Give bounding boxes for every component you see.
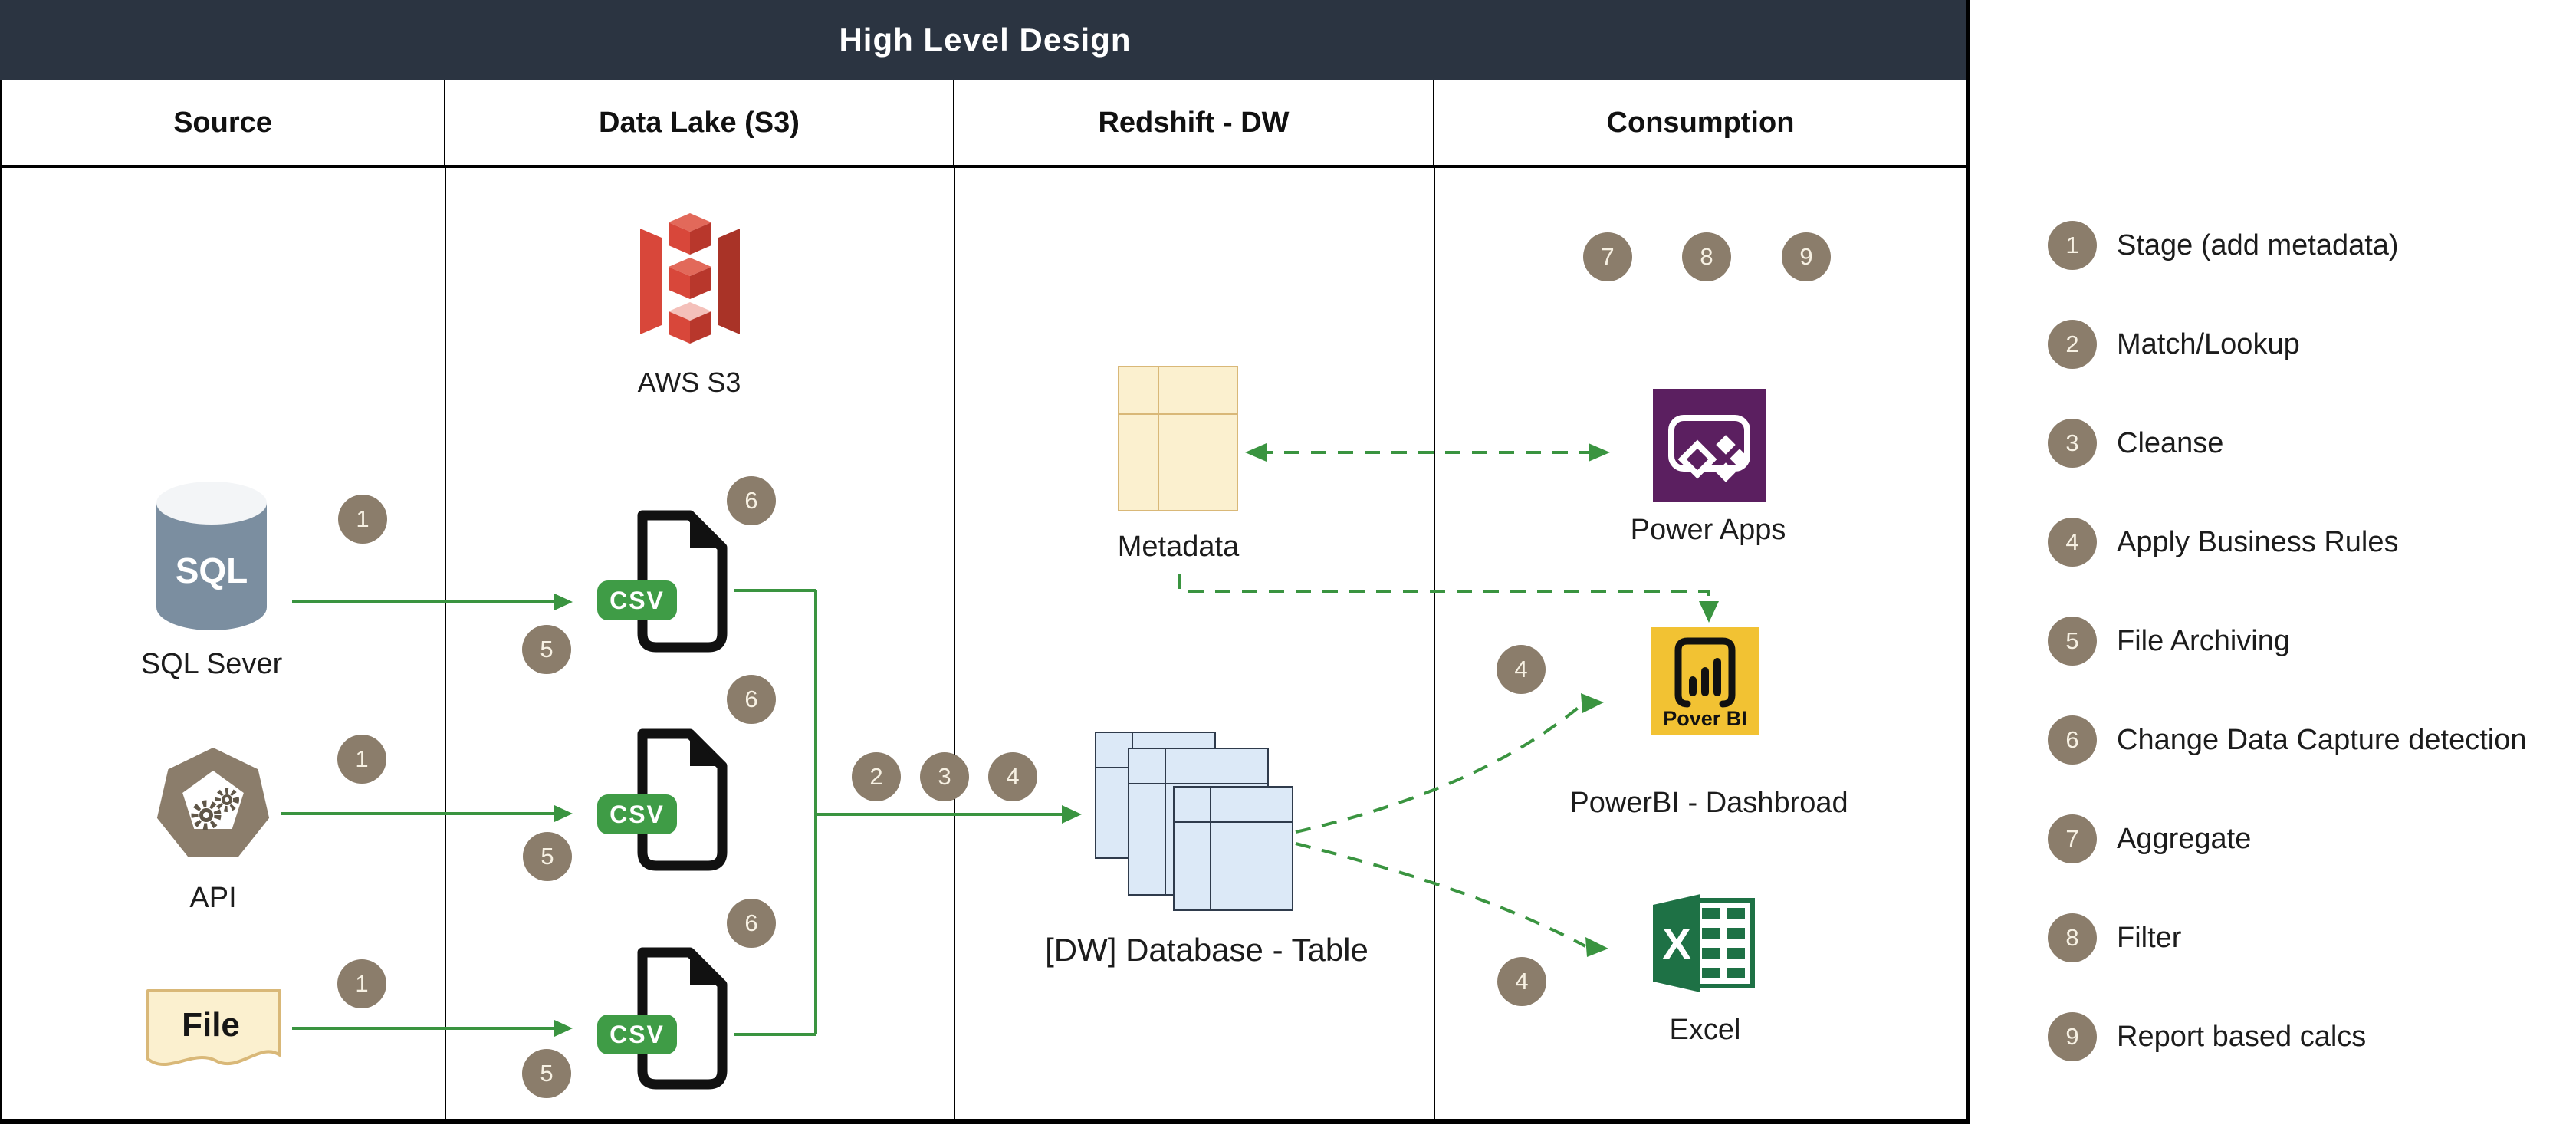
marker-csv3-cdc: 6 xyxy=(727,899,776,948)
marker-csv1-cdc: 6 xyxy=(727,476,776,525)
legend-item-stage: 1 Stage (add metadata) xyxy=(2048,221,2399,270)
legend-item-filter: 8 Filter xyxy=(2048,913,2181,962)
marker-file-archive: 5 xyxy=(522,1049,571,1098)
marker-excel-rules: 4 xyxy=(1497,957,1546,1006)
marker-rules: 4 xyxy=(988,752,1037,801)
excel-grid-cells xyxy=(1702,908,1745,978)
marker-aggregate: 7 xyxy=(1583,232,1632,281)
csv-file-icon-1 xyxy=(637,510,728,653)
legend-num-2: 2 xyxy=(2048,320,2097,369)
column-header-redshift: Redshift - DW xyxy=(955,80,1434,166)
header-divider xyxy=(0,165,1970,168)
sql-server-icon: SQL xyxy=(156,482,267,630)
csv-badge-3: CSV xyxy=(597,1015,677,1054)
column-header-data-lake: Data Lake (S3) xyxy=(445,80,955,166)
legend-num-4: 4 xyxy=(2048,518,2097,567)
api-icon xyxy=(156,748,270,857)
aws-s3-icon xyxy=(640,213,740,344)
api-label: API xyxy=(189,882,237,914)
power-apps-icon xyxy=(1653,389,1766,502)
excel-icon-letter: X xyxy=(1662,919,1691,968)
legend-num-3: 3 xyxy=(2048,419,2097,468)
diagram-bottom-border xyxy=(0,1119,1970,1124)
marker-api-archive: 5 xyxy=(523,832,572,881)
legend-num-5: 5 xyxy=(2048,617,2097,666)
connector-lines xyxy=(281,443,1719,1037)
power-apps-label: Power Apps xyxy=(1630,514,1786,546)
legend-label-7: Aggregate xyxy=(2117,822,2252,855)
legend-label-2: Match/Lookup xyxy=(2117,327,2300,360)
legend-label-4: Apply Business Rules xyxy=(2117,525,2399,558)
diagram-right-border xyxy=(1967,0,1970,1123)
s3-cube-bottom xyxy=(669,302,711,344)
legend-num-7: 7 xyxy=(2048,814,2097,863)
file-icon-text: File xyxy=(182,1006,240,1044)
excel-label: Excel xyxy=(1669,1014,1741,1046)
legend-item-cdc: 6 Change Data Capture detection xyxy=(2048,715,2526,765)
legend-label-3: Cleanse xyxy=(2117,426,2224,459)
dw-database-table-label: [DW] Database - Table xyxy=(1045,932,1368,968)
legend-item-report-calcs: 9 Report based calcs xyxy=(2048,1012,2366,1061)
legend-item-match: 2 Match/Lookup xyxy=(2048,320,2300,369)
s3-cube-middle xyxy=(669,258,711,299)
marker-match: 2 xyxy=(852,752,901,801)
legend-num-6: 6 xyxy=(2048,715,2097,765)
legend-item-cleanse: 3 Cleanse xyxy=(2048,419,2223,468)
lane-divider-2 xyxy=(954,168,955,1123)
column-header-source-label: Source xyxy=(173,106,272,139)
marker-api-stage: 1 xyxy=(337,735,386,784)
column-header-consumption-label: Consumption xyxy=(1606,106,1795,139)
csv-file-icon-2 xyxy=(637,728,728,871)
marker-cleanse: 3 xyxy=(920,752,969,801)
power-bi-icon: Pover BI xyxy=(1651,627,1760,735)
legend-item-aggregate: 7 Aggregate xyxy=(2048,814,2251,863)
column-header-consumption: Consumption xyxy=(1434,80,1970,166)
lane-divider-1 xyxy=(445,168,446,1123)
diagram-left-border xyxy=(0,166,2,1123)
title-bar: High Level Design xyxy=(0,0,1970,80)
s3-cube-top xyxy=(669,213,711,255)
legend-label-5: File Archiving xyxy=(2117,624,2290,657)
excel-icon: X xyxy=(1653,894,1755,992)
legend-item-rules: 4 Apply Business Rules xyxy=(2048,518,2399,567)
column-header-redshift-label: Redshift - DW xyxy=(1098,106,1290,139)
legend-label-8: Filter xyxy=(2117,921,2182,954)
csv-badge-1: CSV xyxy=(597,580,677,620)
legend-label-6: Change Data Capture detection xyxy=(2117,723,2527,756)
column-header-data-lake-label: Data Lake (S3) xyxy=(599,106,800,139)
marker-filter: 8 xyxy=(1682,232,1731,281)
dw-table-icon-front xyxy=(1173,786,1293,911)
power-bi-label: PowerBI - Dashbroad xyxy=(1569,787,1848,819)
marker-sql-stage: 1 xyxy=(338,495,387,544)
sql-icon-text: SQL xyxy=(176,551,248,590)
aws-s3-label: AWS S3 xyxy=(637,367,741,398)
metadata-label: Metadata xyxy=(1117,531,1240,563)
sql-server-label: SQL Sever xyxy=(140,648,283,680)
marker-sql-archive: 5 xyxy=(522,625,571,674)
marker-report: 9 xyxy=(1782,232,1831,281)
legend-num-9: 9 xyxy=(2048,1012,2097,1061)
legend-label-1: Stage (add metadata) xyxy=(2117,229,2399,261)
file-icon: File xyxy=(146,989,281,1067)
legend-num-8: 8 xyxy=(2048,913,2097,962)
csv-file-icon-3 xyxy=(637,947,728,1090)
column-header-source: Source xyxy=(0,80,445,166)
marker-file-stage: 1 xyxy=(337,959,386,1008)
legend-label-9: Report based calcs xyxy=(2117,1020,2367,1053)
power-bi-bars xyxy=(1689,658,1721,696)
gear-icon xyxy=(191,788,239,830)
marker-powerbi-rules: 4 xyxy=(1497,645,1546,694)
page-title: High Level Design xyxy=(839,21,1132,58)
legend-num-1: 1 xyxy=(2048,221,2097,270)
lane-divider-3 xyxy=(1434,168,1435,1123)
marker-csv2-cdc: 6 xyxy=(727,675,776,724)
power-bi-icon-text: Pover BI xyxy=(1663,707,1747,730)
csv-badge-2: CSV xyxy=(597,794,677,834)
metadata-table-icon xyxy=(1118,366,1238,511)
legend-item-archiving: 5 File Archiving xyxy=(2048,617,2290,666)
